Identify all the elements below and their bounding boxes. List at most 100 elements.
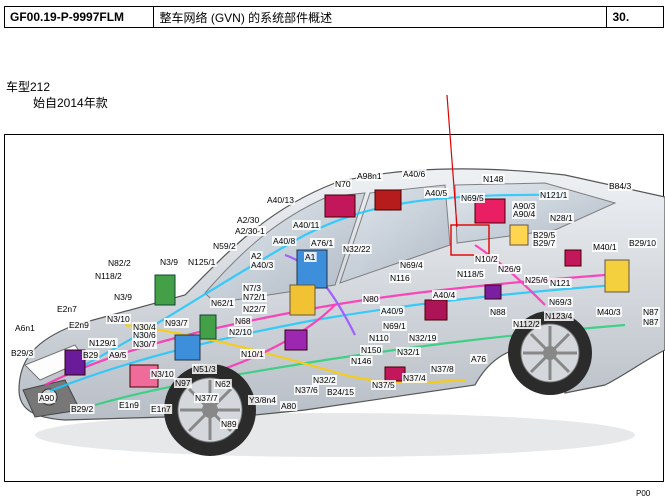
component-label: N10/2 bbox=[474, 254, 499, 264]
svg-text:N51/3: N51/3 bbox=[193, 364, 216, 374]
svg-text:A40/11: A40/11 bbox=[293, 220, 320, 230]
page-reference: 30. bbox=[612, 10, 630, 24]
svg-text:N28/1: N28/1 bbox=[550, 213, 573, 223]
component-label: B29/5 bbox=[532, 230, 557, 240]
document-title: 整车网络 (GVN) 的系统部件概述 bbox=[154, 7, 608, 27]
component-label: N88 bbox=[489, 307, 507, 317]
component-label: N87 bbox=[642, 307, 660, 317]
component-label: B29/7 bbox=[532, 238, 557, 248]
svg-text:N10/2: N10/2 bbox=[475, 254, 498, 264]
svg-text:N112/2: N112/2 bbox=[513, 319, 540, 329]
component-label: N32/19 bbox=[408, 333, 438, 343]
component-label: N68 bbox=[234, 316, 252, 326]
component-label: N72/1 bbox=[242, 292, 267, 302]
component-label: N25/6 bbox=[524, 275, 549, 285]
svg-text:Y3/8n4: Y3/8n4 bbox=[249, 395, 276, 405]
svg-text:N129/1: N129/1 bbox=[89, 338, 117, 348]
component-label: B29/3 bbox=[10, 348, 35, 358]
component-label: N26/9 bbox=[497, 264, 522, 274]
component-label: N30/6 bbox=[132, 330, 157, 340]
svg-text:N3/10: N3/10 bbox=[107, 314, 130, 324]
figure-reference: P00 bbox=[636, 489, 651, 498]
component-label: E1n9 bbox=[118, 400, 141, 410]
component-label: N32/2 bbox=[312, 375, 337, 385]
rear-wheel bbox=[508, 311, 592, 395]
component-label: N146 bbox=[350, 356, 373, 366]
svg-text:A90/4: A90/4 bbox=[513, 209, 535, 219]
svg-text:N87: N87 bbox=[643, 317, 659, 327]
component-label: E1n7 bbox=[150, 404, 173, 414]
svg-text:N10/1: N10/1 bbox=[241, 349, 264, 359]
component-label: N37/8 bbox=[430, 364, 455, 374]
svg-text:N125/1: N125/1 bbox=[188, 257, 216, 267]
vehicle-info: 车型212 始自2014年款 bbox=[6, 79, 108, 111]
component-label: E2n7 bbox=[56, 304, 79, 314]
svg-text:M40/1: M40/1 bbox=[593, 242, 617, 252]
svg-text:B29/2: B29/2 bbox=[71, 404, 93, 414]
svg-text:N32/19: N32/19 bbox=[409, 333, 437, 343]
svg-text:A1: A1 bbox=[305, 252, 316, 262]
component-label: A2/30-1 bbox=[234, 226, 267, 236]
document-header: GF00.19-P-9997FLM 整车网络 (GVN) 的系统部件概述 30. bbox=[4, 6, 664, 28]
svg-text:N80: N80 bbox=[363, 294, 379, 304]
svg-text:E1n7: E1n7 bbox=[151, 404, 171, 414]
svg-text:A40/9: A40/9 bbox=[381, 306, 403, 316]
svg-text:B29/5: B29/5 bbox=[533, 230, 555, 240]
component-label: N87 bbox=[642, 317, 660, 327]
svg-text:E2n7: E2n7 bbox=[57, 304, 77, 314]
component-label: A40/3 bbox=[250, 260, 275, 270]
svg-text:A90: A90 bbox=[39, 393, 54, 403]
svg-text:N32/2: N32/2 bbox=[313, 375, 336, 385]
component-label: A2 bbox=[250, 251, 263, 261]
component-label: N3/10 bbox=[106, 314, 131, 324]
component-label: N62/1 bbox=[210, 298, 235, 308]
svg-text:N30/4: N30/4 bbox=[133, 322, 156, 332]
component-label: Y3/8n4 bbox=[248, 395, 278, 405]
component-label: N148 bbox=[482, 174, 505, 184]
svg-text:N37/6: N37/6 bbox=[295, 385, 318, 395]
component-label: N69/3 bbox=[548, 297, 573, 307]
svg-text:B24/15: B24/15 bbox=[327, 387, 354, 397]
svg-text:N69/1: N69/1 bbox=[383, 321, 406, 331]
svg-text:N146: N146 bbox=[351, 356, 372, 366]
component-label: N3/9 bbox=[113, 292, 134, 302]
svg-text:A9/5: A9/5 bbox=[109, 350, 127, 360]
svg-text:N3/9: N3/9 bbox=[114, 292, 132, 302]
component-label: A90/4 bbox=[512, 209, 537, 219]
svg-text:N25/6: N25/6 bbox=[525, 275, 548, 285]
svg-text:A40/5: A40/5 bbox=[425, 188, 447, 198]
component-label: A40/9 bbox=[380, 306, 405, 316]
component-label: N62 bbox=[214, 379, 232, 389]
svg-text:A2/30: A2/30 bbox=[237, 215, 259, 225]
svg-text:N121/1: N121/1 bbox=[540, 190, 568, 200]
component-label: A76 bbox=[470, 354, 488, 364]
component-label: B84/3 bbox=[608, 181, 633, 191]
component-label: N125/1 bbox=[187, 257, 217, 267]
component-label: A40/6 bbox=[402, 169, 427, 179]
component-label: N69/4 bbox=[399, 260, 424, 270]
component-label: A40/11 bbox=[292, 220, 321, 230]
component-label: N28/1 bbox=[549, 213, 574, 223]
svg-text:B29/7: B29/7 bbox=[533, 238, 555, 248]
component-label: N37/4 bbox=[402, 373, 427, 383]
component-label: B29/2 bbox=[70, 404, 95, 414]
svg-text:N69/5: N69/5 bbox=[461, 193, 484, 203]
component-label: N97 bbox=[174, 378, 192, 388]
model-year-label: 始自2014年款 bbox=[33, 96, 108, 110]
component-label: N82/2 bbox=[107, 258, 132, 268]
ground-shadow bbox=[35, 413, 635, 457]
svg-text:B29: B29 bbox=[83, 350, 98, 360]
svg-text:N82/2: N82/2 bbox=[108, 258, 131, 268]
component-label: N69/5 bbox=[460, 193, 485, 203]
component-label: B24/15 bbox=[326, 387, 356, 397]
svg-text:N32/22: N32/22 bbox=[343, 244, 371, 254]
component-label: N89 bbox=[220, 419, 238, 429]
svg-text:M40/3: M40/3 bbox=[597, 307, 621, 317]
callout-line bbox=[446, 94, 458, 228]
svg-text:A6n1: A6n1 bbox=[15, 323, 35, 333]
svg-text:A40/13: A40/13 bbox=[267, 195, 294, 205]
svg-text:N32/1: N32/1 bbox=[397, 347, 420, 357]
document-code: GF00.19-P-9997FLM bbox=[5, 7, 155, 27]
